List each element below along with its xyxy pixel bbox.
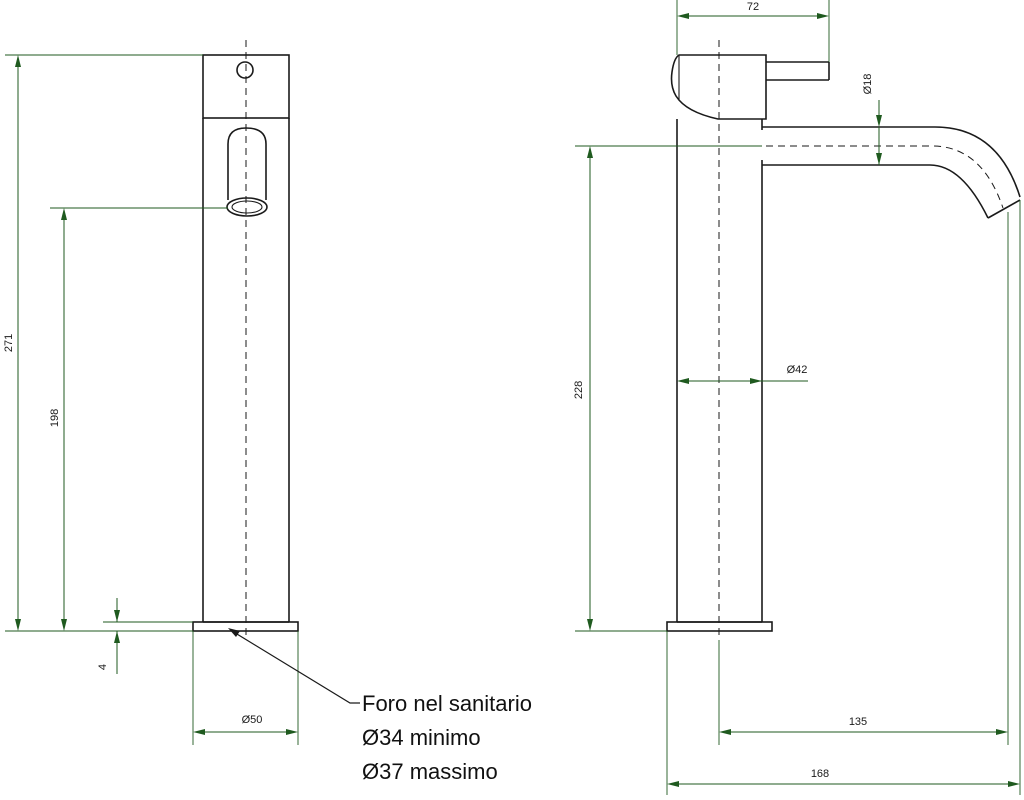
arrow-4-bottom: [114, 631, 120, 643]
front-spout-outlet-inner: [231, 200, 263, 214]
note-line-2: Ø34 minimo: [362, 725, 481, 750]
arrow-18-top: [876, 115, 882, 127]
note-leader-line: [231, 630, 360, 704]
dim-spout-reach: 135: [849, 716, 867, 728]
arrow-271-bottom: [15, 619, 21, 631]
arrow-72-left: [677, 13, 689, 19]
side-spout-outlet: [987, 199, 1021, 219]
arrow-228-top: [587, 146, 593, 158]
arrow-135-right: [996, 729, 1008, 735]
dim-body-height: 228: [573, 381, 585, 399]
dim-base-thickness: 4: [97, 664, 109, 670]
arrow-50-right: [286, 729, 298, 735]
dim-total-reach: 168: [811, 768, 829, 780]
dim-base-diameter: Ø50: [242, 714, 263, 726]
side-spout-lower: [762, 164, 989, 219]
front-view: [192, 40, 299, 640]
front-dimensions: 271 198 4 Ø50: [3, 54, 299, 745]
side-handle-cap: [670, 54, 767, 120]
arrow-168-left: [667, 781, 679, 787]
arrow-42-left: [677, 378, 689, 384]
arrow-18-bottom: [876, 153, 882, 165]
arrow-135-left: [719, 729, 731, 735]
arrow-271-top: [15, 55, 21, 67]
note-line-1: Foro nel sanitario: [362, 691, 532, 716]
dim-spout-height: 198: [49, 409, 61, 427]
arrow-42-right: [750, 378, 762, 384]
arrow-168-right: [1008, 781, 1020, 787]
dim-body-diameter: Ø42: [787, 364, 808, 376]
side-spout-centerline: [730, 145, 1004, 209]
side-view: [666, 40, 1021, 640]
note-leader-arrow: [228, 628, 240, 637]
front-spout-slot: [227, 127, 267, 200]
side-dimensions: 72 Ø18 228 Ø42 135 168: [573, 0, 1021, 795]
side-spout-upper: [762, 126, 1021, 198]
arrow-198-top: [61, 208, 67, 220]
note-line-3: Ø37 massimo: [362, 759, 498, 784]
arrow-4-top: [114, 610, 120, 622]
hole-note: Foro nel sanitario Ø34 minimo Ø37 massim…: [228, 628, 532, 784]
front-handle-hole: [236, 61, 254, 79]
arrow-198-bottom: [61, 619, 67, 631]
arrow-50-left: [193, 729, 205, 735]
arrow-72-right: [817, 13, 829, 19]
dim-handle-length: 72: [747, 1, 759, 13]
dim-spout-diameter: Ø18: [862, 74, 874, 95]
front-spout-outlet: [226, 197, 268, 217]
dim-total-height: 271: [3, 334, 15, 352]
arrow-228-bottom: [587, 619, 593, 631]
